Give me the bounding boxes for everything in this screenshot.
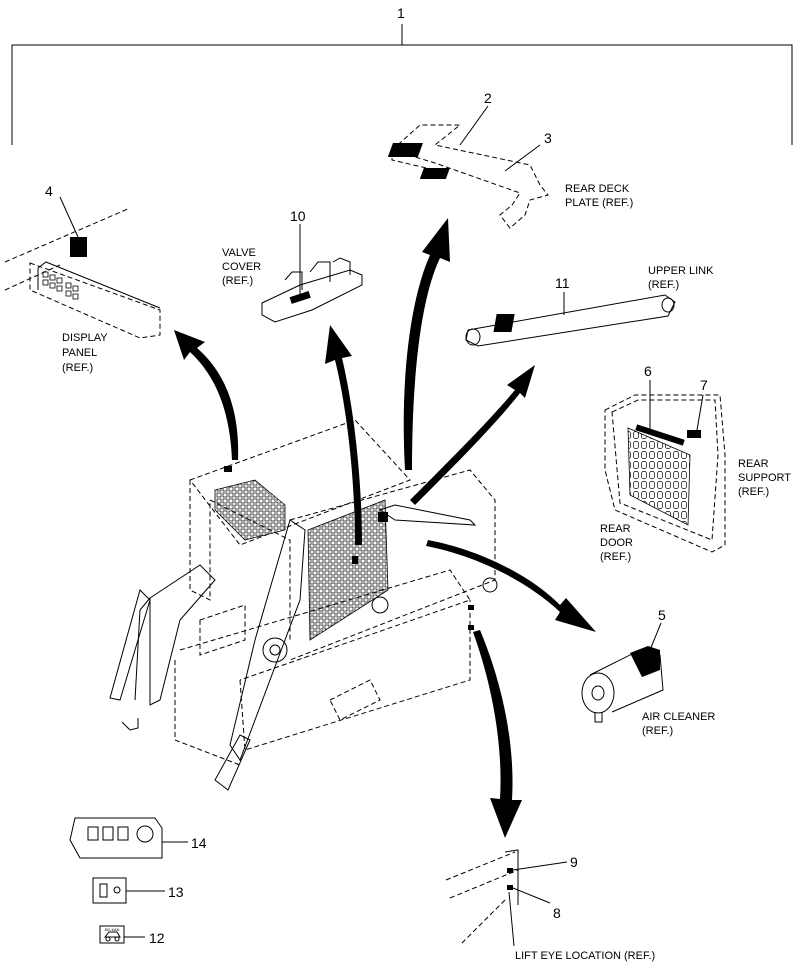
- decal-13-shape: 13: [92, 877, 184, 904]
- display-panel-label-3: (REF.): [62, 362, 93, 374]
- decal-4-location: [224, 466, 232, 472]
- callout-2: 2: [484, 90, 492, 106]
- decal-11-location: [378, 512, 388, 522]
- arrow-valve-cover: [325, 325, 362, 545]
- valve-cover-label-2: COVER: [222, 261, 261, 273]
- callout-8: 8: [553, 905, 561, 921]
- callout-9: 9: [570, 854, 578, 870]
- decal-10: [289, 291, 311, 304]
- callout-14: 14: [191, 835, 207, 851]
- arrow-rear-deck: [403, 218, 450, 470]
- decal-8: [507, 885, 513, 890]
- rear-deck-label-2: PLATE (REF.): [565, 197, 633, 209]
- arrow-lift-eye: [473, 630, 522, 838]
- valve-cover: 10 VALVE COVER (REF.): [222, 208, 363, 323]
- decal-12-text: BIG MAN: [105, 928, 120, 932]
- decal-11: [493, 314, 515, 332]
- decal-14-shape: 14: [69, 817, 207, 859]
- decal-12-shape: BIG MAN 12: [99, 925, 165, 946]
- arrow-display-panel: [174, 330, 239, 460]
- decal-4: [70, 237, 87, 257]
- arrow-upper-link: [410, 365, 535, 505]
- decal-6: [635, 424, 685, 446]
- rear-door-label-3: (REF.): [600, 551, 631, 563]
- air-cleaner-label-2: (REF.): [642, 725, 673, 737]
- display-panel: 4 DISPLAY PANEL (REF.): [4, 183, 161, 374]
- callout-1: 1: [397, 5, 405, 21]
- callout-arrows: [174, 218, 596, 838]
- callout-13: 13: [168, 884, 184, 900]
- upper-link: 11 UPPER LINK (REF.): [465, 265, 714, 347]
- rear-support-label-3: (REF.): [738, 486, 769, 498]
- callout-10: 10: [290, 208, 306, 224]
- callout-3: 3: [544, 130, 552, 146]
- decal-9: [507, 868, 513, 873]
- air-cleaner-label-1: AIR CLEANER: [642, 711, 715, 723]
- upper-link-label-1: UPPER LINK: [648, 265, 714, 277]
- rear-deck-plate: 2 3 REAR DECK PLATE (REF.): [387, 90, 633, 229]
- valve-cover-label-1: VALVE: [222, 247, 256, 259]
- valve-cover-label-3: (REF.): [222, 275, 253, 287]
- rear-support-label-1: REAR: [738, 458, 769, 470]
- callout-6: 6: [644, 363, 652, 379]
- display-panel-label-1: DISPLAY: [62, 332, 108, 344]
- callout-12: 12: [149, 930, 165, 946]
- dozer-machine: [109, 419, 498, 791]
- rear-support-label-2: SUPPORT: [738, 472, 791, 484]
- callout-5: 5: [658, 607, 666, 623]
- rear-deck-label-1: REAR DECK: [565, 183, 630, 195]
- lift-eye-label: LIFT EYE LOCATION (REF.): [515, 950, 655, 962]
- decal-3: [419, 168, 450, 179]
- callout-7: 7: [700, 377, 708, 393]
- arrow-air-cleaner: [426, 540, 596, 632]
- rear-door-assembly: 6 7 REAR SUPPORT (REF.) REAR DOOR (REF.): [600, 363, 791, 563]
- air-cleaner: 5 AIR CLEANER (REF.): [581, 607, 715, 737]
- assembly-bracket: 1: [11, 5, 793, 145]
- decal-7: [687, 430, 701, 438]
- callout-4: 4: [45, 183, 53, 199]
- lift-eye-location: 9 8 LIFT EYE LOCATION (REF.): [445, 849, 655, 962]
- rear-door-label-2: DOOR: [600, 537, 633, 549]
- decal-5: [630, 646, 660, 677]
- rear-door-label-1: REAR: [600, 523, 631, 535]
- decal-2: [387, 143, 423, 157]
- upper-link-label-2: (REF.): [648, 279, 679, 291]
- display-panel-label-2: PANEL: [62, 347, 97, 359]
- callout-11: 11: [555, 275, 570, 291]
